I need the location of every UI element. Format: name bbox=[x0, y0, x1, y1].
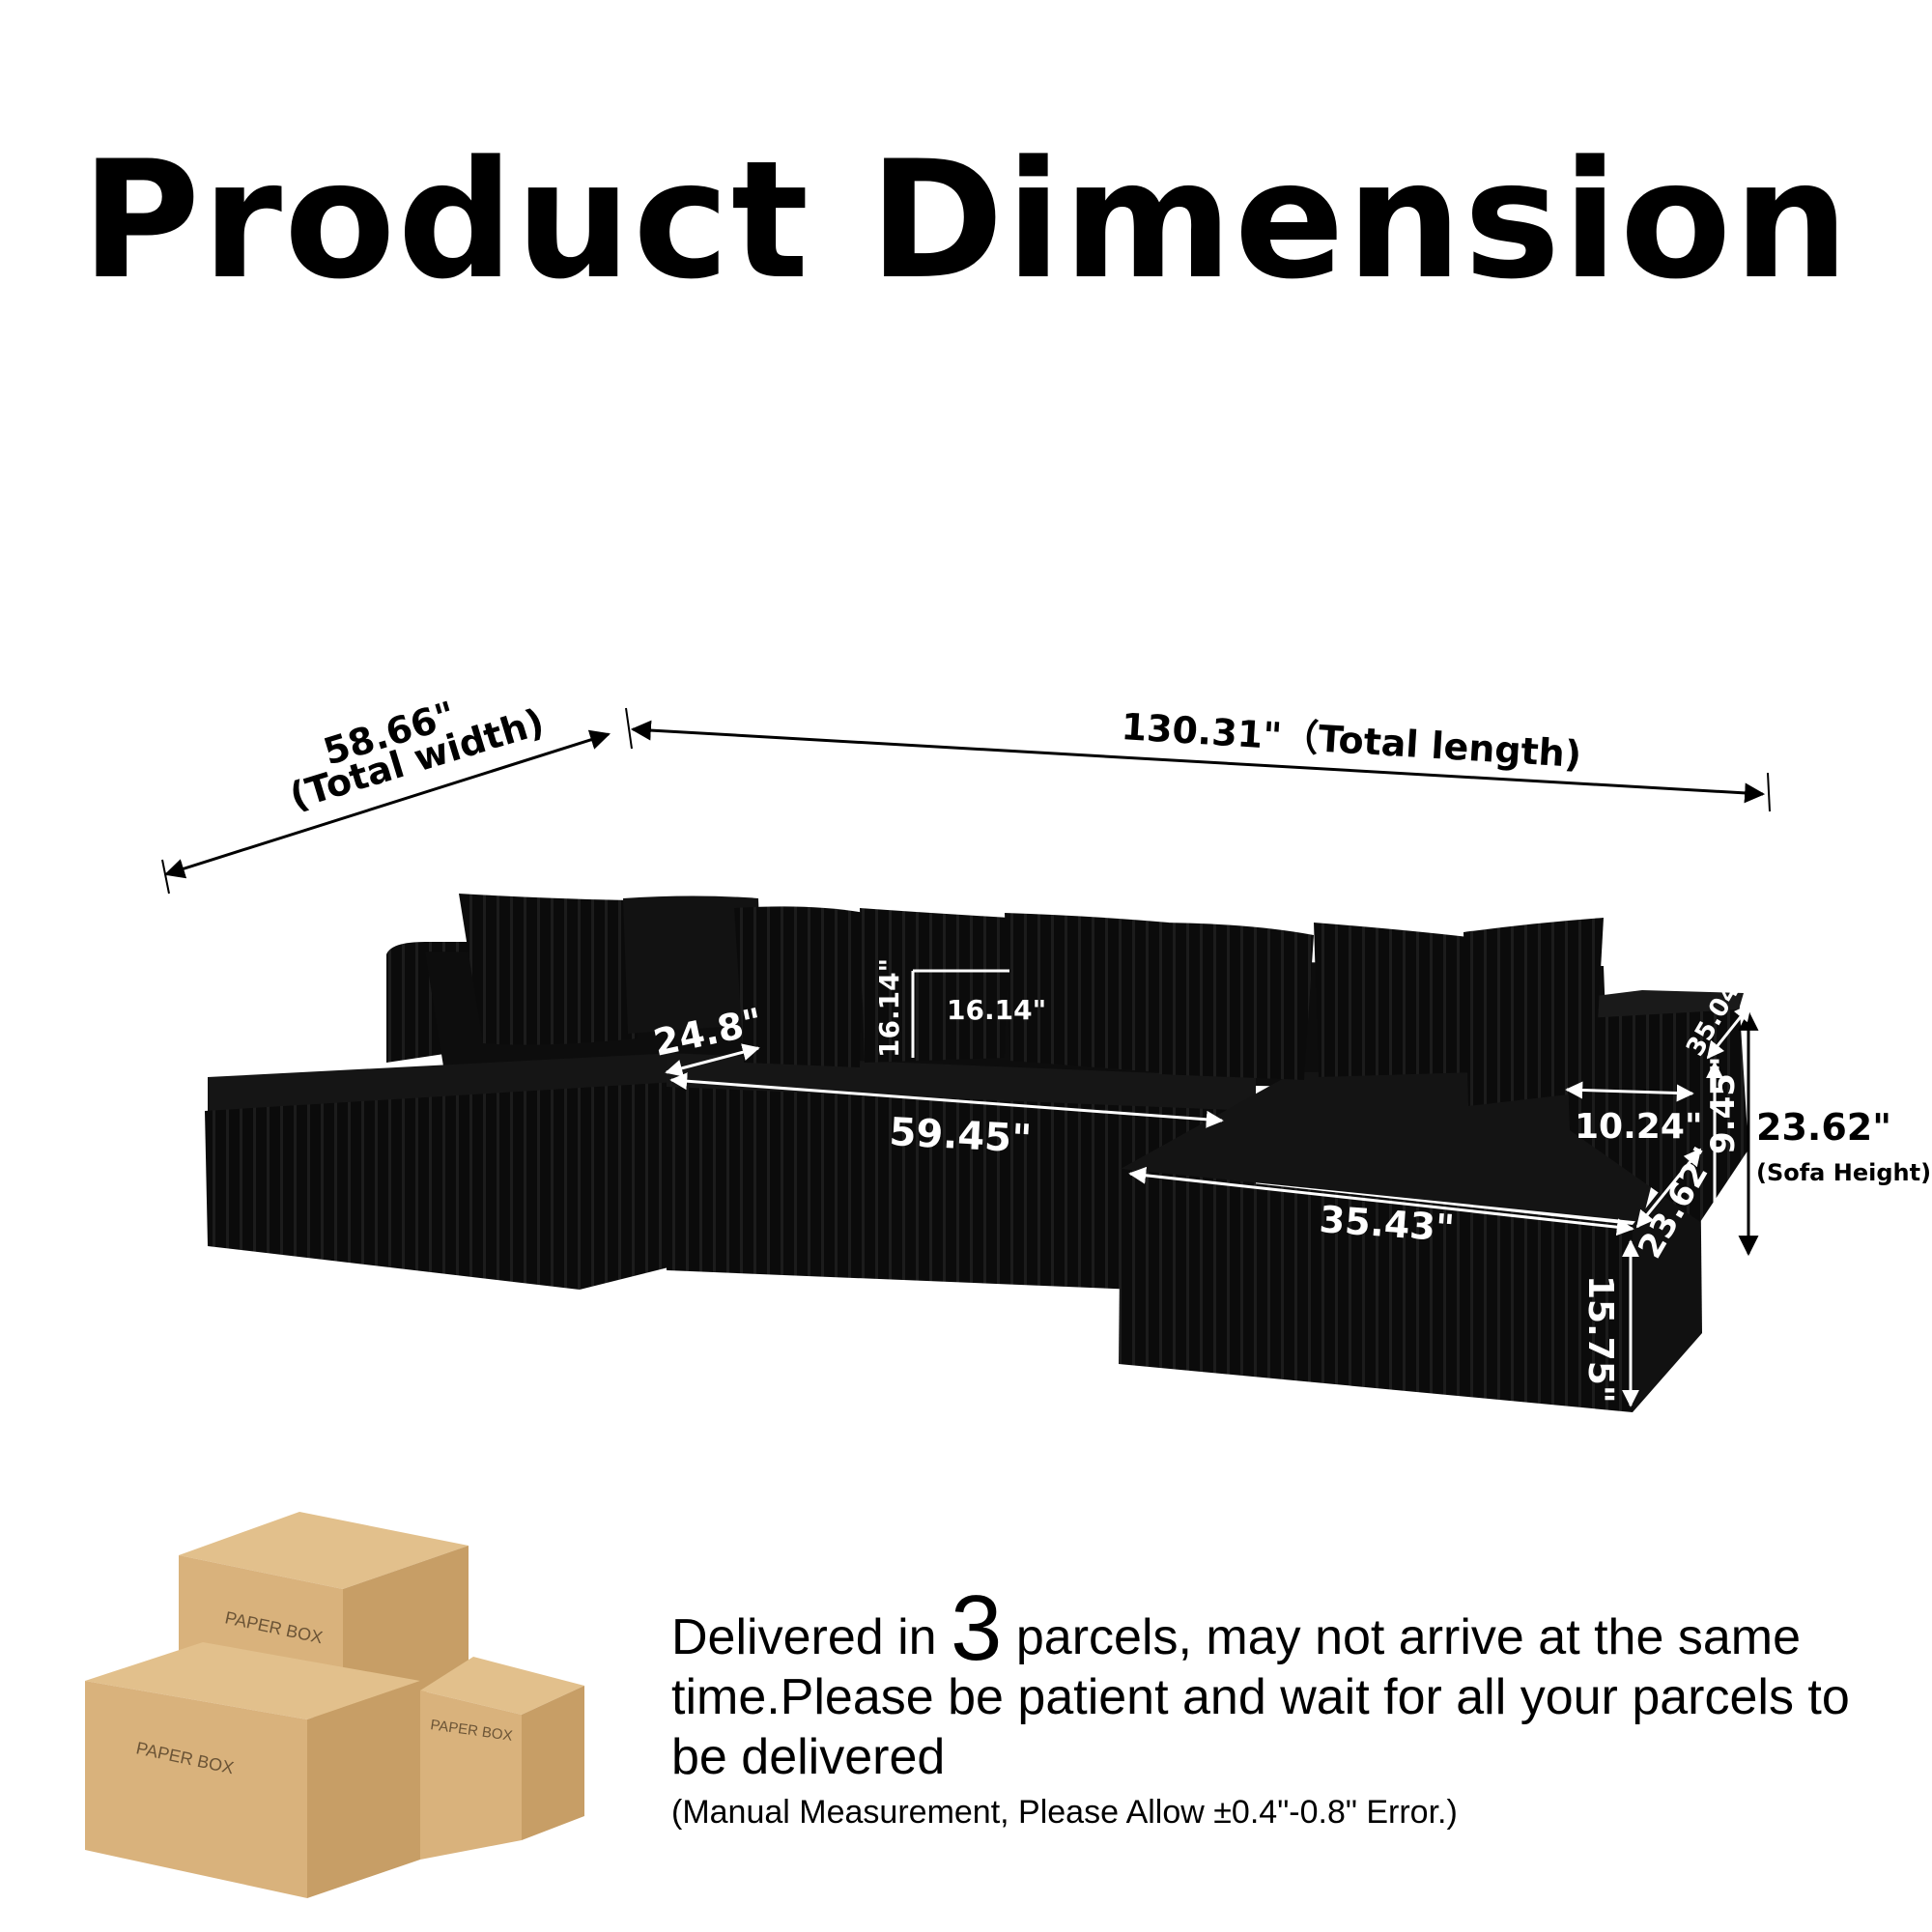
measurement-disclaimer: (Manual Measurement, Please Allow ±0.4"-… bbox=[671, 1794, 1458, 1831]
box-bottom-left: PAPER BOX bbox=[85, 1642, 420, 1898]
total-length-label: 130.31"（Total length) bbox=[1120, 705, 1582, 776]
arm-width-label: 10.24" bbox=[1575, 1107, 1703, 1147]
parcel-count: 3 bbox=[951, 1577, 1003, 1680]
chaise-length-label: 35.43" bbox=[1318, 1198, 1456, 1250]
pillow-width-label: 16.14" bbox=[947, 994, 1046, 1026]
delivery-note: Delivered in 3 parcels, may not arrive a… bbox=[671, 1582, 1908, 1833]
page-title: Product Dimension bbox=[81, 126, 1851, 315]
arm-height-label: 9.45" bbox=[1704, 1056, 1743, 1154]
seat-height-label: 15.75" bbox=[1580, 1275, 1620, 1404]
dimension-lines bbox=[161, 707, 1771, 1407]
sofa-height-value: 23.62" bbox=[1756, 1106, 1891, 1149]
delivery-prefix: Delivered in bbox=[671, 1609, 952, 1665]
center-length-label: 59.45" bbox=[888, 1110, 1033, 1162]
delivery-suffix: parcels, may not arrive at the same time… bbox=[671, 1609, 1850, 1785]
pillow-height-label: 16.14" bbox=[873, 958, 905, 1058]
sofa-height-label: (Sofa Height) bbox=[1756, 1159, 1931, 1186]
box-bottom-right: PAPER BOX bbox=[420, 1657, 584, 1860]
parcel-boxes: PAPER BOX PAPER BOX PAPER BOX bbox=[85, 1512, 584, 1898]
